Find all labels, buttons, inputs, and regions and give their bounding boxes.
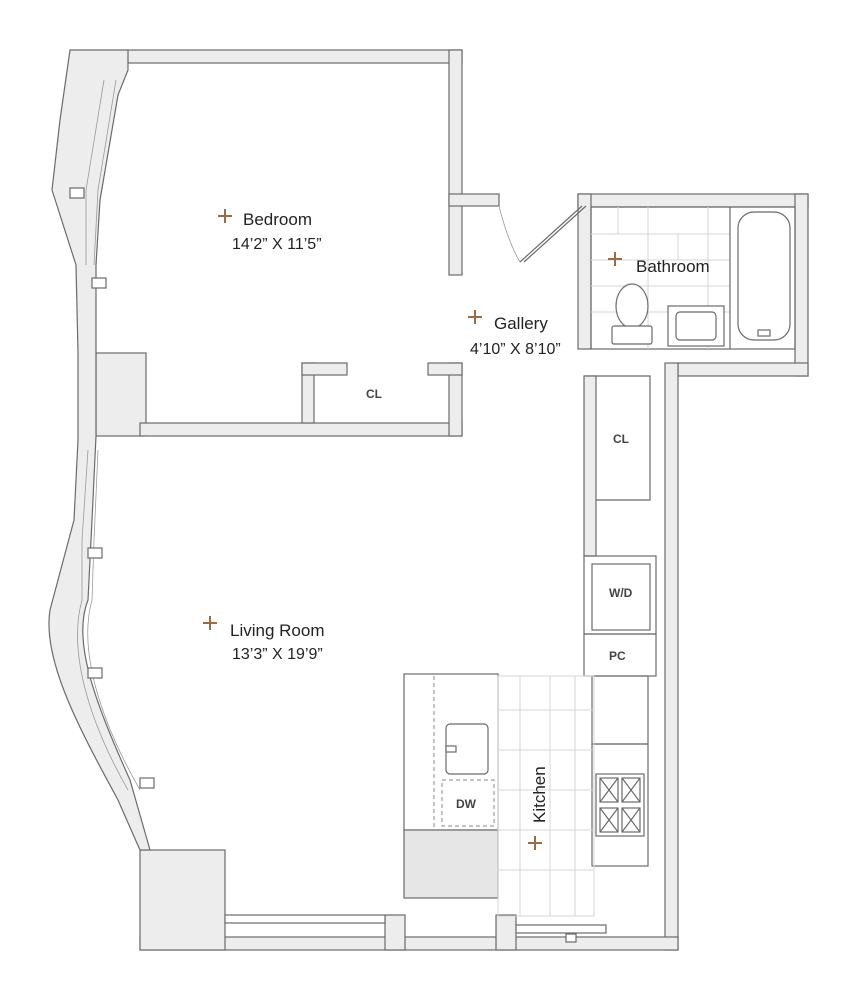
dishwasher-label: DW — [456, 797, 477, 811]
bedroom-door — [498, 205, 587, 263]
gallery-marker — [468, 310, 482, 324]
utility-column — [583, 375, 657, 867]
bathroom-area — [590, 206, 796, 350]
kitchen-label: Kitchen — [530, 766, 549, 823]
curved-facade — [48, 49, 155, 851]
gallery-label: Gallery — [494, 314, 548, 333]
bedroom-dimensions: 14’2” X 11’5” — [232, 236, 322, 253]
gallery-dimensions: 4’10” X 8’10” — [470, 341, 561, 358]
bottom-windows — [224, 914, 607, 943]
exterior-walls — [95, 49, 809, 951]
hall-closet-label: CL — [613, 432, 629, 446]
kitchen-marker — [528, 836, 542, 850]
living-room-label: Living Room — [230, 621, 325, 640]
pantry-closet-label: PC — [609, 649, 626, 663]
bedroom-closet-label: CL — [366, 387, 382, 401]
bedroom-label: Bedroom — [243, 210, 312, 229]
kitchen-area — [403, 673, 595, 917]
living-room-dimensions: 13’3” X 19’9” — [232, 646, 323, 663]
washer-dryer-label: W/D — [609, 586, 633, 600]
bathroom-marker — [608, 252, 622, 266]
living-room-marker — [203, 616, 217, 630]
bedroom-marker — [218, 209, 232, 223]
bathroom-label: Bathroom — [636, 257, 710, 276]
